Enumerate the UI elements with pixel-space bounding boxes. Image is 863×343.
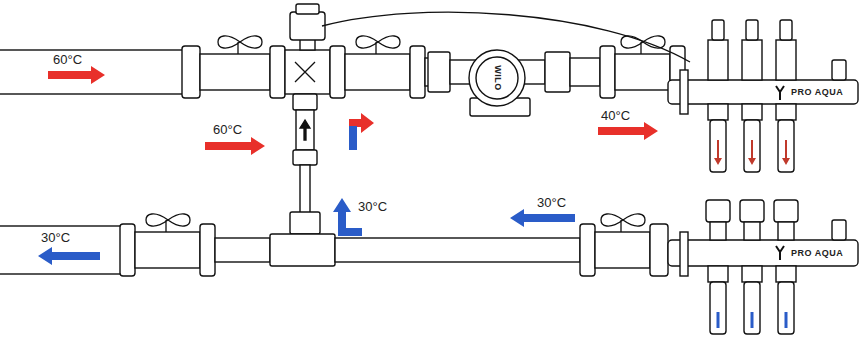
- temperature-label: 60°C: [212, 123, 243, 136]
- temperature-label: 30°C: [40, 231, 71, 244]
- temperature-label: 30°C: [536, 196, 567, 209]
- temperature-label: 40°C: [600, 109, 631, 122]
- manifold-brand: PRO AQUA: [790, 88, 844, 97]
- temperature-label: 30°C: [357, 200, 388, 213]
- manifold-brand: PRO AQUA: [790, 249, 844, 258]
- pump-brand: WILO: [493, 64, 502, 92]
- temperature-label: 60°C: [52, 53, 83, 66]
